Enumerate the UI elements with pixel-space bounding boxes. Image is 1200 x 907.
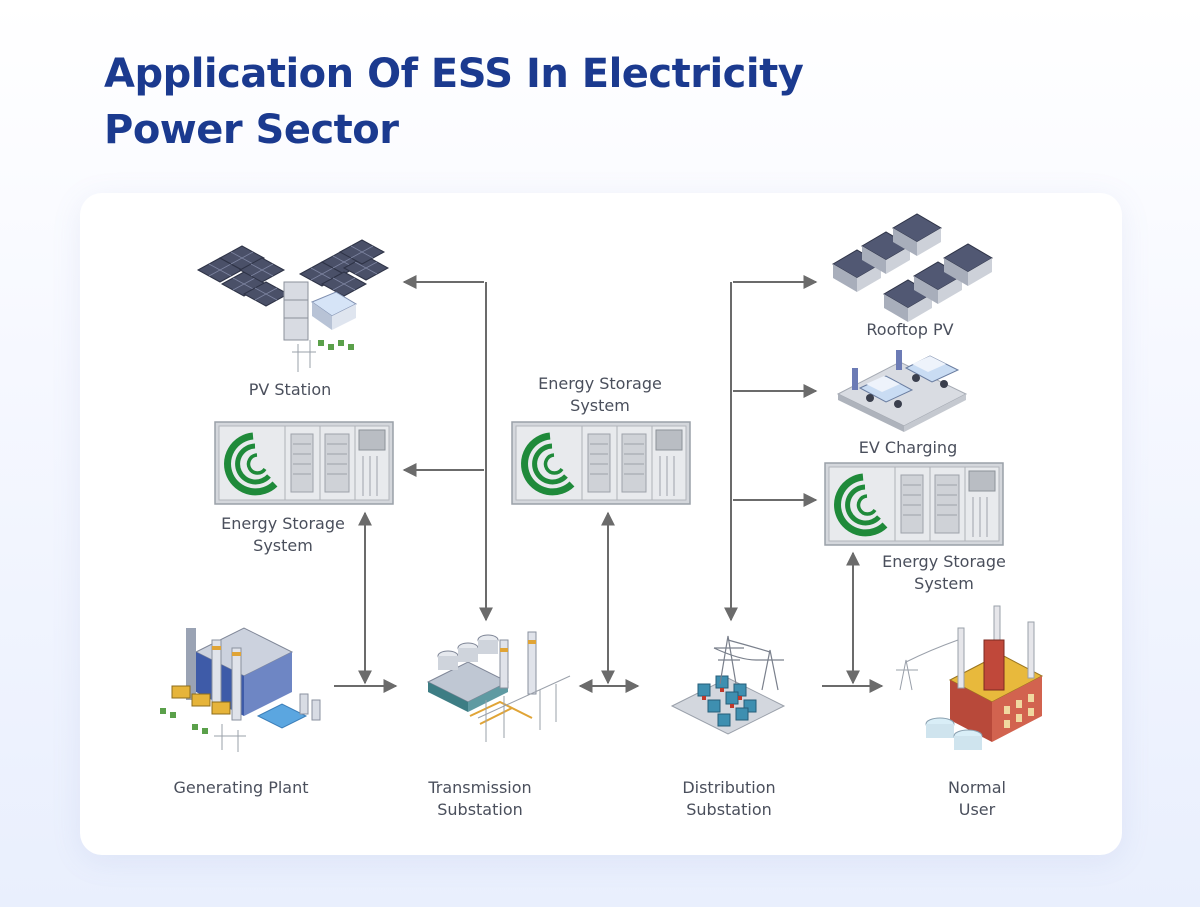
title-line-1: Application Of ESS In Electricity	[104, 51, 804, 97]
label-rooftop-pv: Rooftop PV	[866, 320, 954, 339]
pv-station-icon	[197, 239, 389, 372]
label-ess-right-line-2: System	[914, 574, 974, 593]
title-line-2: Power Sector	[104, 107, 399, 153]
ev-charging-icon	[836, 350, 968, 432]
label-ess-left-line-2: System	[253, 536, 313, 555]
label-distribution-line-2: Substation	[686, 800, 772, 819]
generating-plant-icon	[160, 627, 321, 752]
label-ess-center-line-2: System	[570, 396, 630, 415]
ess-center-icon	[512, 422, 690, 504]
label-normal-user-line-1: Normal	[948, 778, 1006, 797]
label-ess-right-line-1: Energy Storage	[882, 552, 1006, 571]
label-transmission-substation: Transmission Substation	[428, 777, 531, 821]
page-title: Application Of ESS In Electricity Power …	[104, 46, 864, 158]
rooftop-pv-icon	[832, 213, 993, 323]
label-normal-user: Normal User	[948, 777, 1006, 821]
label-ev-charging: EV Charging	[858, 438, 958, 457]
transmission-substation-icon	[426, 631, 571, 742]
label-normal-user-line-2: User	[958, 800, 996, 819]
distribution-substation-icon	[670, 635, 786, 735]
label-pv-station: PV Station	[248, 380, 332, 399]
label-distribution-substation: Distribution Substation	[682, 777, 775, 821]
ess-left-icon	[215, 422, 393, 504]
label-generating-plant: Generating Plant	[173, 778, 309, 797]
label-transmission-line-2: Substation	[437, 800, 523, 819]
connector-arrows	[334, 275, 884, 693]
label-ess-left: Energy Storage System	[221, 513, 345, 557]
label-transmission-line-1: Transmission	[428, 778, 532, 797]
ess-right-icon	[825, 463, 1003, 545]
label-ess-left-line-1: Energy Storage	[221, 514, 345, 533]
label-ess-center: Energy Storage System	[538, 373, 662, 417]
label-ess-center-line-1: Energy Storage	[538, 374, 662, 393]
label-ess-right: Energy Storage System	[882, 551, 1006, 595]
normal-user-icon	[896, 605, 1044, 750]
label-distribution-line-1: Distribution	[682, 778, 776, 797]
